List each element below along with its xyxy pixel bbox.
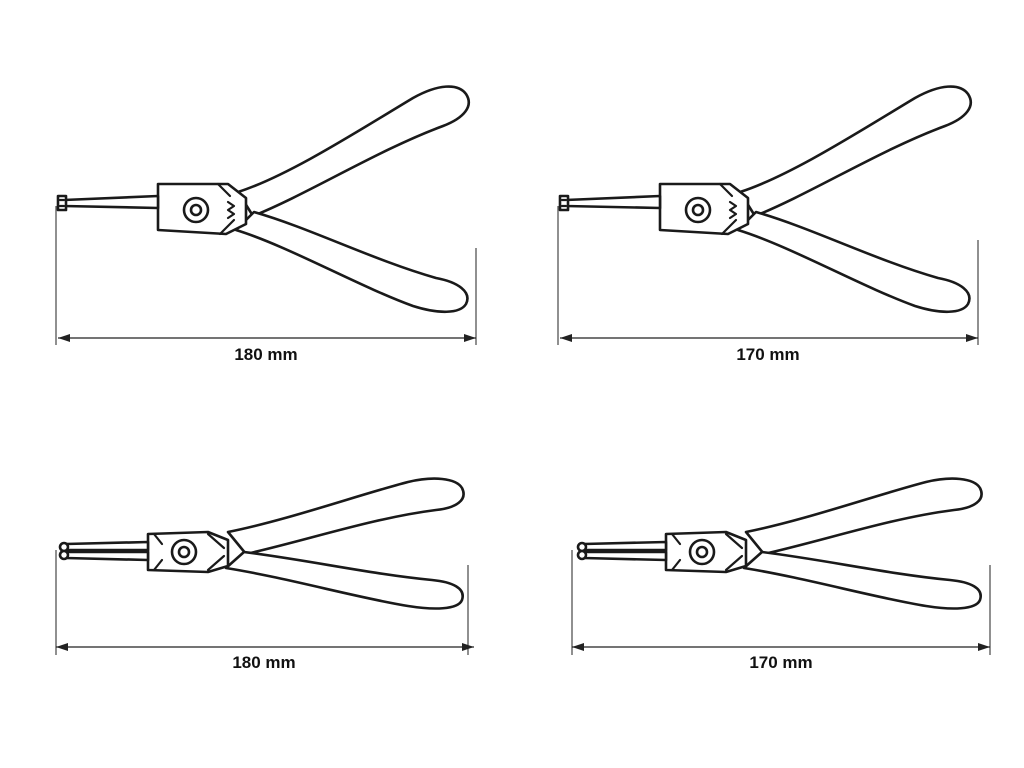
drawing-int-170: 170 mm: [571, 477, 991, 672]
external-circlip-pliers-drawing: [56, 85, 471, 314]
dimension-label: 180 mm: [234, 345, 297, 364]
dimension-label: 170 mm: [736, 345, 799, 364]
internal-circlip-pliers-drawing: [58, 477, 465, 610]
drawing-ext-170: 170 mm: [557, 85, 979, 364]
dimension-line: [55, 642, 475, 652]
dimension-label: 180 mm: [232, 653, 295, 672]
drawing-ext-180: 180 mm: [55, 85, 477, 364]
drawing-int-180: 180 mm: [55, 477, 475, 672]
dimension-line: [571, 642, 991, 652]
internal-circlip-pliers-drawing: [576, 477, 983, 610]
dimension-line: [57, 333, 477, 343]
dimension-line: [559, 333, 979, 343]
dimension-label: 170 mm: [749, 653, 812, 672]
external-circlip-pliers-drawing: [558, 85, 973, 314]
